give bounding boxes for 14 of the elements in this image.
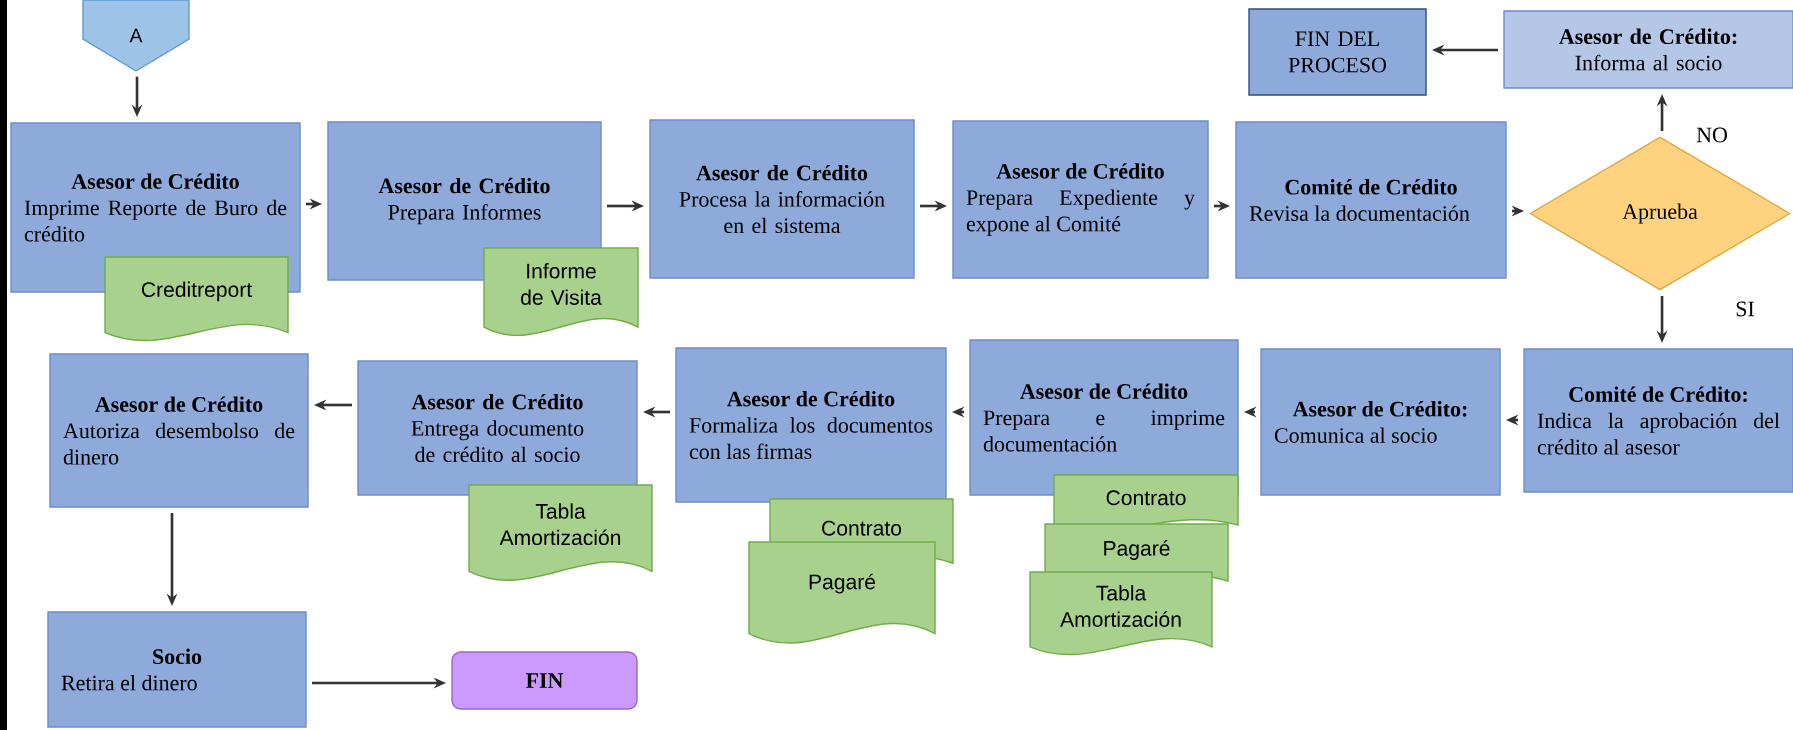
process-box: Asesor de Crédito Formaliza los documentos con las firmas xyxy=(675,347,947,503)
process-box: Asesor de Crédito Entrega documento de crédito al socio xyxy=(357,360,638,496)
process-box: Asesor de Crédito: Comunica al socio xyxy=(1260,348,1501,496)
process-box: Asesor de Crédito Autoriza desembolso de dinero xyxy=(49,353,309,508)
process-box: Comité de Crédito Revisa la documentación xyxy=(1235,121,1507,279)
process-box: Socio Retira el dinero xyxy=(47,611,307,728)
edge-label: SI xyxy=(1731,298,1759,320)
process-box: Asesor de Crédito: Informa al socio xyxy=(1503,10,1793,89)
process-box: Comité de Crédito: Indica la aprobación del crédito al asesor xyxy=(1523,348,1793,493)
process-box: Asesor de Crédito Prepara Expediente y expone al Comité xyxy=(952,120,1209,279)
process-box: Asesor de Crédito Procesa la información en el sistema xyxy=(649,119,915,279)
terminator-box: FIN xyxy=(451,651,638,710)
off-page-connector: A xyxy=(82,0,190,72)
process-box: FIN DEL PROCESO xyxy=(1248,8,1427,96)
